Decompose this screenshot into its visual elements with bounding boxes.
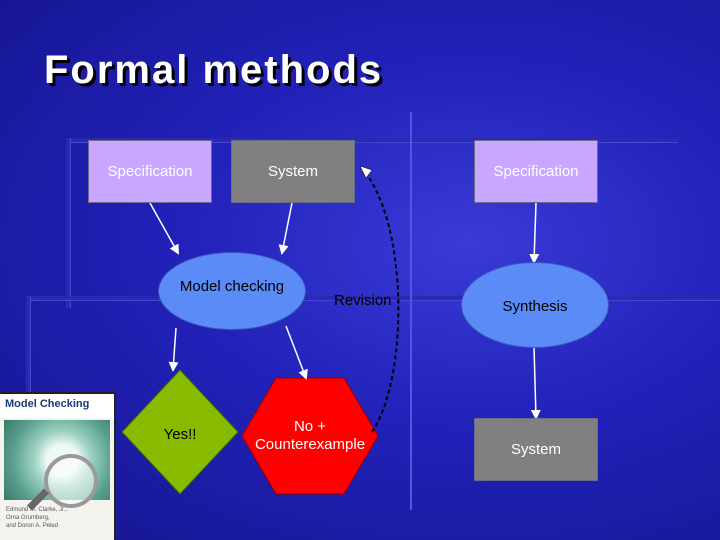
decor-line-top [66,138,678,142]
revision-label: Revision [334,292,392,309]
arrow-system-to-model [278,202,293,255]
book-author-1: Edmund M. Clarke, Jr., [6,507,68,513]
decor-line-middle [26,296,720,300]
book-cover-art [4,420,110,511]
system-label-right: System [510,441,561,458]
book-header [0,394,114,418]
yes-diamond [121,369,239,495]
magnifier-icon [44,454,98,508]
arrow-revision-dashed [359,165,400,433]
synthesis-ellipse: Synthesis [461,262,609,348]
decor-line-left [66,138,70,308]
system-label-left: System [267,163,318,180]
slide-title: Formal methods [44,48,384,92]
arrow-spec-to-synthesis [529,202,540,264]
arrow-spec-to-model [149,202,179,255]
model-checking-label: Model checking [179,277,285,295]
section-divider [410,112,412,510]
system-box-right: System [474,418,598,481]
specification-label-left: Specification [107,163,193,180]
no-counterexample-hexagon [241,377,379,495]
arrow-model-to-yes [168,327,179,372]
yes-label: Yes!! [163,426,197,443]
specification-box-left: Specification [88,140,212,203]
no-counterexample-label: No + Counterexample [248,418,372,454]
book-authors: Edmund M. Clarke, Jr., Orna Grumberg, an… [6,506,106,530]
no-label-line2: Counterexample [254,436,366,453]
arrow-synthesis-to-system [530,345,541,420]
synthesis-label: Synthesis [502,297,568,315]
system-box-left: System [231,140,355,203]
specification-label-right: Specification [493,163,579,180]
arrow-model-to-no [285,325,308,380]
specification-box-right: Specification [474,140,598,203]
book-author-2: Orna Grumberg, [6,515,50,521]
book-title: Model Checking [5,398,90,410]
model-checking-ellipse: Model checking [158,252,306,330]
revision-arrowhead [359,165,373,179]
no-label-line1: No + [293,418,327,435]
book-author-3: and Doron A. Peled [6,523,59,529]
book-cover-image: Model Checking Edmund M. Clarke, Jr., Or… [0,392,116,540]
